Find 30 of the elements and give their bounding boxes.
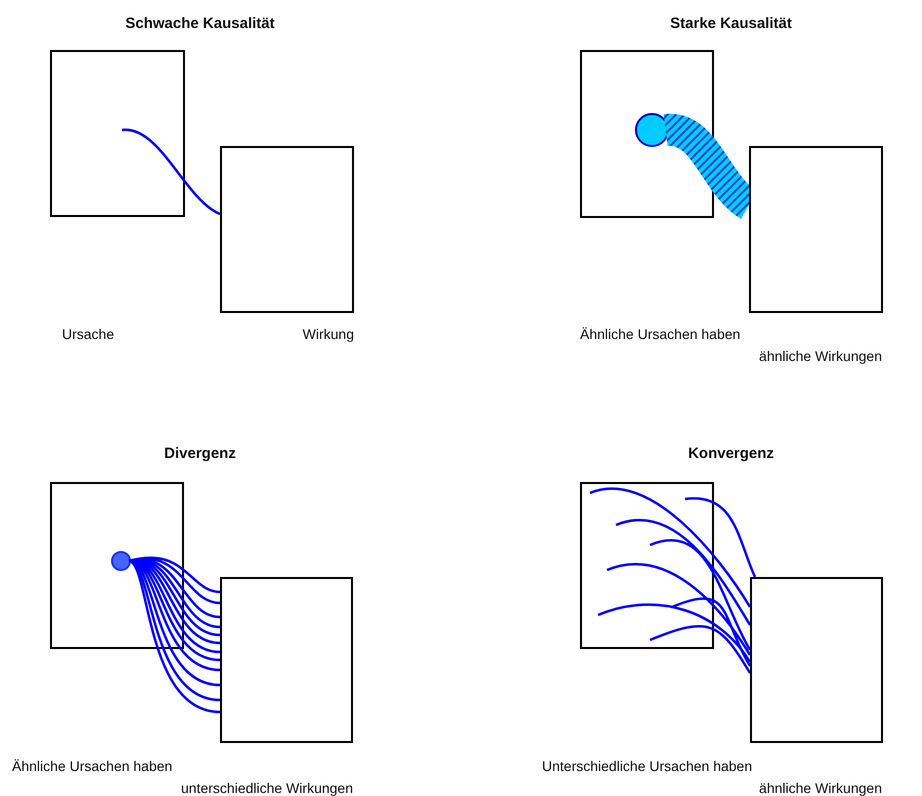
rectangle (580, 50, 714, 218)
curve-connector (672, 597, 752, 667)
curve-connector (590, 488, 752, 608)
rectangle (220, 577, 353, 743)
rectangle (220, 146, 354, 313)
panel-title: Starke Kausalität (670, 14, 792, 34)
curve-connector (650, 625, 752, 674)
caption-text: ähnliche Wirkungen (759, 779, 882, 796)
caption-text: unterschiedliche Wirkungen (181, 779, 353, 796)
curve-connector (616, 519, 752, 626)
caption-text: Ähnliche Ursachen haben (580, 325, 740, 344)
rectangle (50, 50, 185, 217)
rectangle (749, 146, 883, 313)
panel-title: Konvergenz (688, 444, 774, 464)
caption-text: Ursache (62, 325, 114, 344)
curve-connector (598, 604, 752, 663)
panel-title: Schwache Kausalität (125, 14, 275, 34)
caption-text: ähnliche Wirkungen (759, 347, 882, 366)
curve-connector (128, 558, 220, 604)
caption-text: Ähnliche Ursachen haben (12, 757, 172, 776)
curve-connector (650, 539, 752, 651)
rectangle (750, 577, 883, 743)
caption-text: Wirkung (302, 325, 354, 344)
rectangle (50, 482, 184, 649)
caption-text: Unterschiedliche Ursachen haben (542, 757, 752, 776)
curve-connector (606, 562, 752, 656)
curve-connector (684, 497, 756, 578)
rectangle (580, 482, 714, 649)
panel-title: Divergenz (164, 444, 236, 464)
curve-connector (122, 128, 221, 216)
